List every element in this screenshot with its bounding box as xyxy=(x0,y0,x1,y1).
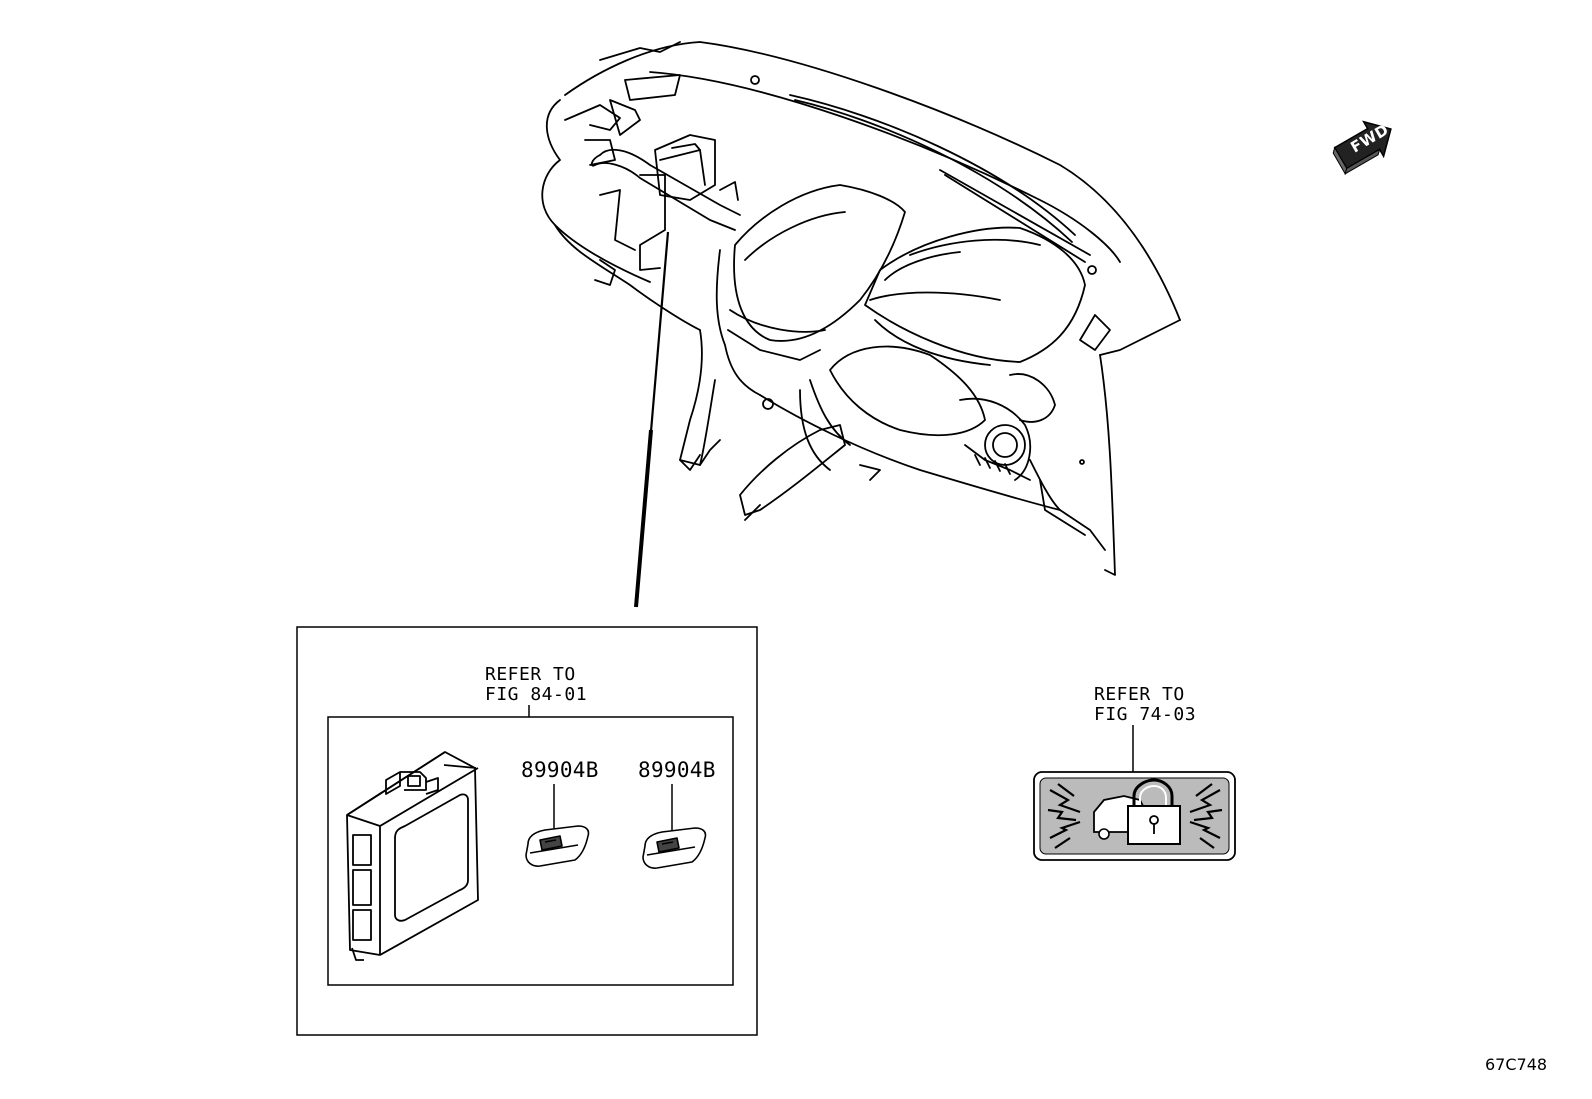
part-number-1[interactable]: 89904B xyxy=(521,758,599,782)
reference-right-line1[interactable]: REFER TO xyxy=(1094,684,1185,705)
smart-key-icon xyxy=(525,784,590,867)
fwd-arrow-icon xyxy=(1332,120,1392,176)
callout-box-outer xyxy=(296,626,758,1036)
illustration-code: 67C748 xyxy=(1485,1055,1548,1074)
ecu-module-icon xyxy=(346,751,479,961)
smart-key-icon xyxy=(642,784,707,869)
reference-left-line2[interactable]: FIG 84-01 xyxy=(485,684,588,705)
part-number-2[interactable]: 89904B xyxy=(638,758,716,782)
immobiliser-lock-icon xyxy=(1033,771,1236,861)
reference-right-line2[interactable]: FIG 74-03 xyxy=(1094,704,1197,725)
callout-box-inner xyxy=(327,716,734,986)
instrument-panel-icon xyxy=(541,41,1181,576)
leader-line-thick xyxy=(634,429,653,608)
reference-left-line1[interactable]: REFER TO xyxy=(485,664,576,685)
